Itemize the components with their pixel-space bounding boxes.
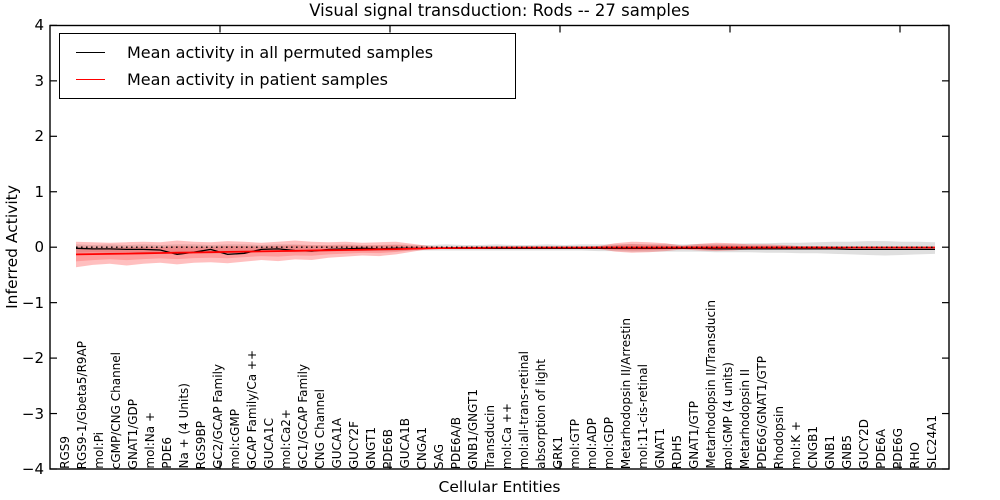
x-tick-label: GUCA1B bbox=[398, 418, 412, 469]
x-tick-label: PDE6G bbox=[891, 428, 905, 469]
x-tick-label: mol:GDP bbox=[602, 416, 616, 469]
confidence-bands bbox=[76, 240, 935, 268]
x-tick-label: mol:Ca2+ bbox=[279, 409, 293, 469]
x-tick-label: PDE6B bbox=[381, 429, 395, 469]
x-tick-label: cGMP/CNG Channel bbox=[109, 351, 123, 469]
x-tick-label: GNGT1 bbox=[364, 426, 378, 469]
legend: Mean activity in all permuted samples Me… bbox=[59, 33, 516, 99]
x-tick-label: GNAT1/GTP bbox=[687, 401, 701, 469]
y-tick-label: −3 bbox=[21, 404, 44, 423]
x-tick-label: GCAP Family/Ca ++ bbox=[245, 349, 259, 469]
legend-label-permuted: Mean activity in all permuted samples bbox=[127, 42, 434, 62]
x-tick-label: GRK1 bbox=[551, 435, 565, 469]
x-tick-label: CNG Channel bbox=[313, 389, 327, 469]
x-tick-label: Metarhodopsin II/Arrestin bbox=[619, 317, 633, 469]
x-tick-label: SLC24A1 bbox=[925, 415, 939, 469]
x-tick-label: CNGB1 bbox=[806, 426, 820, 469]
y-tick-label: 3 bbox=[34, 71, 44, 90]
y-tick-label: −2 bbox=[21, 349, 44, 368]
x-tick-label: mol:K + bbox=[789, 420, 803, 469]
x-tick-label: GC2/GCAP Family bbox=[211, 364, 225, 469]
x-tick-label: mol:cGMP bbox=[228, 409, 242, 469]
x-tick-label: GUCY2F bbox=[347, 420, 361, 469]
x-tick-label: mol:GTP bbox=[568, 419, 582, 469]
x-tick-label: GNB5 bbox=[840, 434, 854, 469]
x-tick-label: mol:11-cis-retinal bbox=[636, 364, 650, 469]
x-tick-label: RGS9 bbox=[58, 436, 72, 469]
x-tick-label: SAG bbox=[432, 443, 446, 469]
x-tick-label: Rhodopsin bbox=[772, 405, 786, 469]
x-tick-label: mol:Ca ++ bbox=[500, 402, 514, 469]
legend-item: Mean activity in patient samples bbox=[60, 70, 515, 89]
x-tick-label: GNAT1/GDP bbox=[126, 398, 140, 469]
x-tick-label: PDE6 bbox=[160, 437, 174, 469]
x-tick-label: RGS9BP bbox=[194, 420, 208, 469]
x-tick-label: mol:GMP (4 units) bbox=[721, 361, 735, 469]
x-tick-label: CNGA1 bbox=[415, 426, 429, 470]
y-tick-label: −1 bbox=[21, 293, 44, 312]
x-tick-label: GNB1/GNGT1 bbox=[466, 388, 480, 469]
y-tick-label: 4 bbox=[34, 16, 44, 35]
y-tick-label: 1 bbox=[34, 182, 44, 201]
mean-lines bbox=[75, 246, 935, 256]
y-tick-label: −4 bbox=[21, 460, 44, 478]
x-tick-label: mol:Pi bbox=[92, 432, 106, 469]
legend-line-permuted-icon bbox=[76, 51, 105, 53]
y-tick-label: 0 bbox=[34, 238, 44, 257]
x-tick-label: GUCA1C bbox=[262, 418, 276, 469]
legend-line-patient-icon bbox=[76, 79, 105, 81]
x-tick-label: GNB1 bbox=[823, 434, 837, 469]
x-tick-label: GC1/GCAP Family bbox=[296, 364, 310, 469]
x-axis-label: Cellular Entities bbox=[438, 478, 561, 496]
x-tick-label: RGS9-1/Gbeta5/R9AP bbox=[75, 340, 89, 469]
x-tick-label: Transducin bbox=[483, 404, 497, 469]
x-tick-label: absorption of light bbox=[534, 359, 548, 469]
x-tick-label: mol:Na + bbox=[143, 412, 157, 469]
x-tick-label: mol:ADP bbox=[585, 417, 599, 469]
y-tick-label: 2 bbox=[34, 127, 44, 146]
x-tick-label: PDE6A bbox=[874, 429, 888, 469]
x-tick-label: GNAT1 bbox=[653, 428, 667, 469]
x-tick-label: PDE6G/GNAT1/GTP bbox=[755, 355, 769, 469]
x-tick-label: Metarhodopsin II bbox=[738, 368, 752, 469]
x-tick-label: Na + (4 Units) bbox=[177, 383, 191, 469]
x-tick-label: mol:all-trans-retinal bbox=[517, 350, 531, 469]
x-tick-label: RHO bbox=[908, 442, 922, 469]
x-tick-label: GUCY2D bbox=[857, 418, 871, 469]
legend-item: Mean activity in all permuted samples bbox=[60, 43, 515, 62]
x-tick-label: Metarhodopsin II/Transducin bbox=[704, 300, 718, 469]
x-tick-label: RDH5 bbox=[670, 434, 684, 469]
x-tick-label: GUCA1A bbox=[330, 418, 344, 469]
legend-label-patient: Mean activity in patient samples bbox=[127, 70, 388, 90]
chart-title: Visual signal transduction: Rods -- 27 s… bbox=[309, 1, 690, 20]
axis-ticks bbox=[50, 24, 949, 470]
x-tick-label: PDE6A/B bbox=[449, 416, 463, 469]
